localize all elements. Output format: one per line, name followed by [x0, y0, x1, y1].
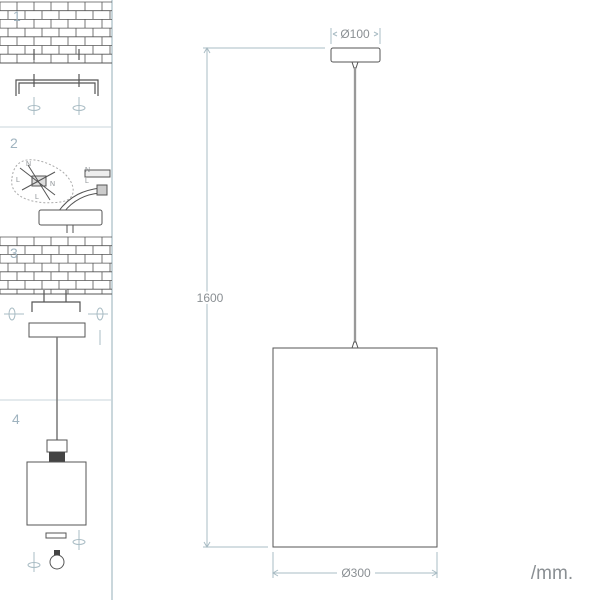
- lamp-shade: [272, 347, 438, 548]
- installation-steps-panel: 1 2 3 4 N L N L N L: [0, 0, 113, 600]
- shade-ring: [45, 532, 67, 539]
- canopy-stem: [66, 225, 74, 233]
- dimension-lines: [203, 28, 438, 578]
- arrowheads: [203, 47, 211, 548]
- wiring-detail-bubble: [11, 159, 74, 204]
- wire-label-l: L: [35, 194, 39, 201]
- shade-connector: [351, 341, 359, 349]
- main-dimension-drawing: Ø100 1600 Ø300 /mm.: [195, 27, 573, 584]
- brick-wall-step-3: [0, 236, 112, 295]
- rotate-arrow-icon: [4, 307, 108, 345]
- rotate-arrow-icon: [27, 97, 86, 115]
- wire-label-n: N: [85, 167, 90, 174]
- lamp-socket: [49, 452, 65, 462]
- bulb-icon: [49, 554, 65, 570]
- canopy: [28, 322, 86, 338]
- height-label: 1600: [197, 291, 224, 305]
- brick-wall-step-1: [0, 1, 112, 64]
- terminal-block: [19, 164, 111, 213]
- canopy: [330, 47, 381, 63]
- arrowheads: [272, 569, 438, 577]
- cord-grip: [351, 61, 359, 69]
- arrowheads: [332, 31, 379, 37]
- mounting-bracket: [31, 290, 81, 312]
- step-number-1: 1: [13, 8, 21, 24]
- rotate-arrow-icon: [27, 530, 86, 572]
- mounting-bracket: [15, 49, 99, 96]
- wire-label-l: L: [16, 177, 20, 184]
- wire-label-l: L: [85, 178, 89, 185]
- wire-label-n: N: [50, 181, 55, 188]
- shade-diameter-label: Ø300: [341, 566, 371, 580]
- lamp-holder: [46, 439, 68, 453]
- canopy-diameter-label: Ø100: [340, 27, 370, 41]
- lamp-shade: [26, 461, 87, 526]
- step-number-2: 2: [10, 135, 18, 151]
- unit-label: /mm.: [531, 563, 573, 584]
- canopy: [38, 209, 103, 226]
- wire-label-n: N: [26, 161, 31, 168]
- step-number-3: 3: [10, 245, 18, 261]
- bulb-base: [54, 550, 60, 555]
- step-number-4: 4: [12, 411, 20, 427]
